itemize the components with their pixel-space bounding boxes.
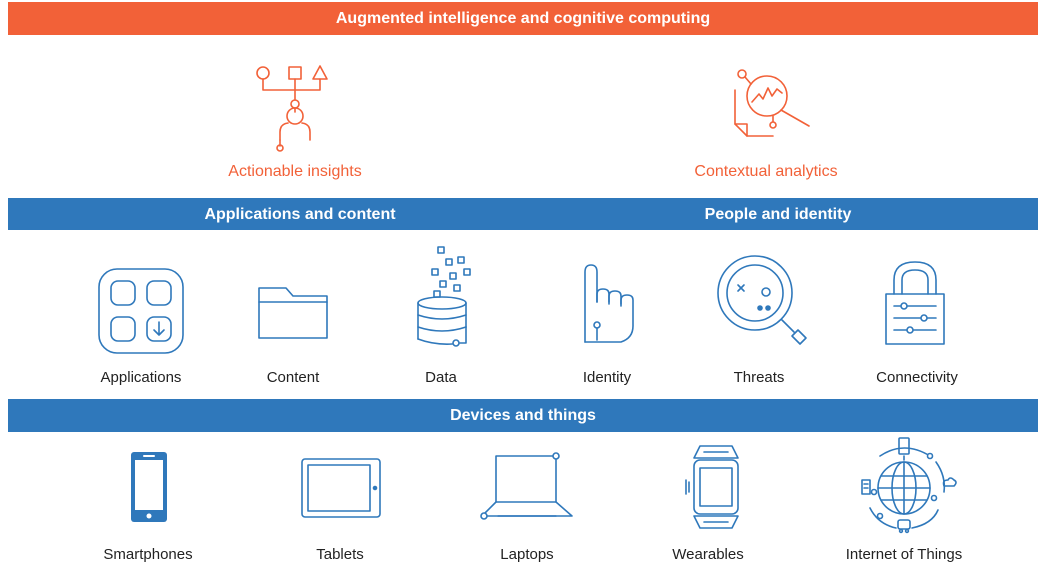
actionable-insights-icon bbox=[250, 60, 340, 155]
devices-and-things-title: Devices and things bbox=[450, 406, 596, 424]
connectivity-label: Connectivity bbox=[876, 369, 958, 386]
internet-of-things-globe-icon bbox=[850, 436, 958, 536]
tablets-label: Tablets bbox=[316, 546, 364, 563]
applications-icon bbox=[96, 266, 186, 356]
identity-label: Identity bbox=[582, 369, 632, 386]
laptop-icon bbox=[478, 450, 576, 522]
threats-magnifier-icon bbox=[712, 252, 812, 352]
laptops-label: Laptops bbox=[500, 546, 554, 563]
applications-and-content-title: Applications and content bbox=[204, 206, 396, 223]
content-label: Content bbox=[266, 369, 320, 386]
connectivity-lock-icon bbox=[880, 258, 950, 350]
data-label: Data bbox=[425, 369, 457, 386]
actionable-insights-label: Actionable insights bbox=[228, 163, 362, 180]
database-icon bbox=[410, 245, 490, 350]
contextual-analytics-icon bbox=[725, 62, 820, 147]
people-and-identity-title: People and identity bbox=[704, 206, 852, 223]
smartphones-label: Smartphones bbox=[103, 546, 193, 563]
augmented-intelligence-title: Augmented intelligence and cognitive com… bbox=[335, 9, 711, 27]
internet-of-things-label: Internet of Things bbox=[845, 546, 963, 563]
folder-icon bbox=[257, 282, 329, 340]
applications-people-band: Applications and content People and iden… bbox=[8, 198, 1038, 230]
threats-label: Threats bbox=[733, 369, 785, 386]
smartwatch-icon bbox=[680, 442, 752, 532]
contextual-analytics-label: Contextual analytics bbox=[694, 163, 838, 180]
wearables-label: Wearables bbox=[672, 546, 744, 563]
augmented-intelligence-band: Augmented intelligence and cognitive com… bbox=[8, 2, 1038, 35]
pointing-hand-icon bbox=[575, 262, 640, 347]
applications-label: Applications bbox=[100, 369, 182, 386]
smartphone-icon bbox=[129, 450, 169, 525]
tablet-icon bbox=[300, 457, 382, 519]
devices-and-things-band: Devices and things bbox=[8, 399, 1038, 432]
